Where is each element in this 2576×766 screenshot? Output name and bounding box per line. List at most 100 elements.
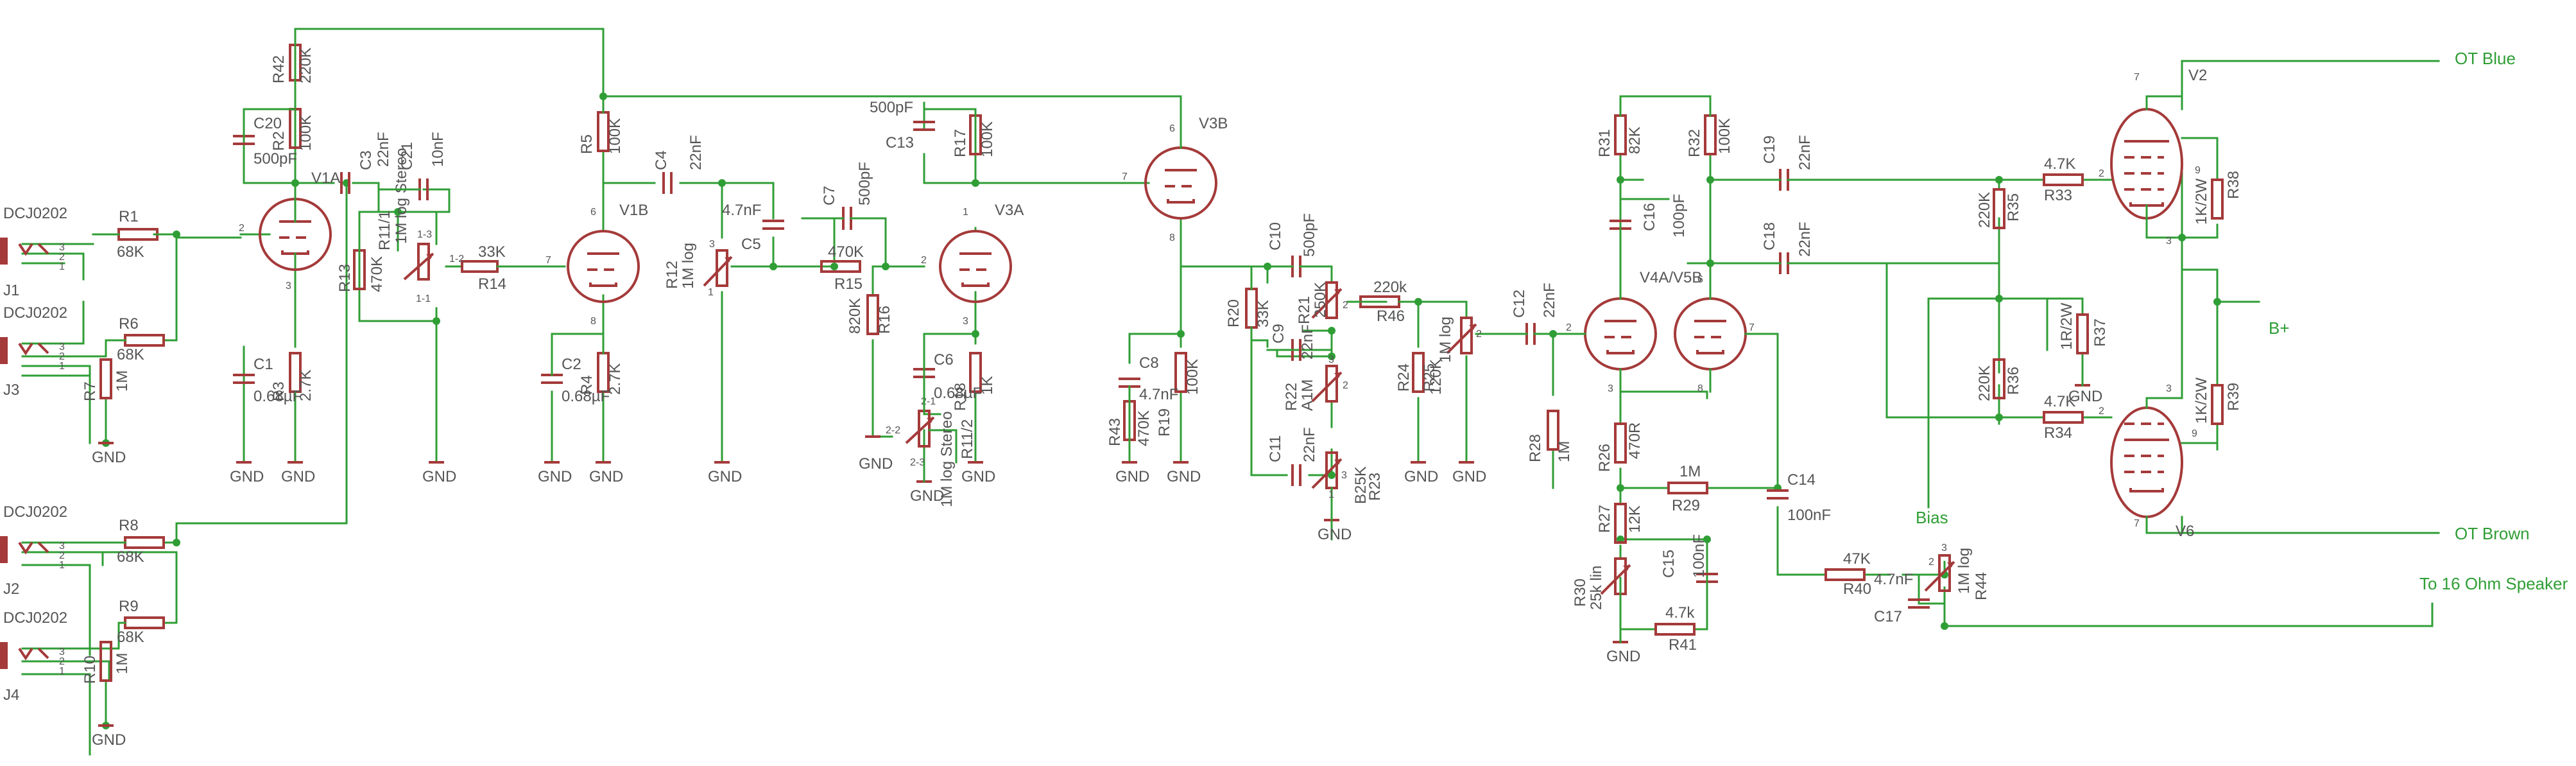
svg-text:1M log: 1M log	[680, 243, 697, 289]
svg-text:120K: 120K	[1427, 359, 1445, 395]
net-labels: OT Blue OT Brown B+ Bias To 16 Ohm Speak…	[1916, 49, 2568, 593]
svg-text:R31: R31	[1596, 129, 1613, 157]
svg-text:1: 1	[1328, 489, 1334, 500]
svg-text:100nF: 100nF	[1690, 534, 1708, 578]
svg-text:R33: R33	[2044, 187, 2072, 204]
svg-text:R21: R21	[1296, 296, 1313, 324]
resistor-r2: R2 100K	[270, 108, 314, 151]
svg-text:68K: 68K	[117, 548, 144, 566]
svg-text:2: 2	[1476, 329, 1482, 340]
svg-text:12K: 12K	[1626, 505, 1644, 533]
resistor-r15: 470K R15	[820, 243, 864, 293]
resistor-r13: R13 470K	[336, 211, 399, 292]
svg-text:4.7K: 4.7K	[2044, 393, 2075, 410]
net-ot-brown: OT Brown	[2455, 524, 2530, 543]
svg-text:0.68µF: 0.68µF	[562, 388, 610, 405]
pentode-v2: V2 7 2 9 3	[2099, 67, 2207, 247]
resistor-r3: R3 2.7K	[270, 352, 314, 412]
svg-text:GND: GND	[1318, 526, 1352, 543]
svg-text:1K/2W: 1K/2W	[2193, 178, 2210, 225]
svg-text:2: 2	[1343, 300, 1348, 311]
svg-text:C2: C2	[562, 356, 581, 373]
svg-text:R23: R23	[1366, 473, 1384, 501]
triode-v3b: V3B 7 6 8	[1122, 115, 1228, 243]
svg-text:R46: R46	[1377, 308, 1405, 325]
potentiometer-r21: R21 250K 2	[1296, 281, 1348, 324]
svg-text:22nF: 22nF	[375, 132, 392, 167]
svg-text:2.7K: 2.7K	[606, 363, 624, 395]
input-jack-j2: DCJ0202 J2 3 2 1	[0, 503, 67, 598]
svg-text:V3B: V3B	[1199, 115, 1228, 132]
svg-text:R29: R29	[1672, 497, 1700, 514]
resistor-r10: R10 1M	[82, 641, 131, 684]
svg-text:GND: GND	[538, 468, 572, 485]
svg-text:0.68µF: 0.68µF	[253, 388, 302, 405]
svg-text:GND: GND	[1606, 648, 1640, 665]
svg-text:3: 3	[2166, 383, 2172, 394]
svg-text:R35: R35	[2005, 193, 2022, 222]
svg-text:4.7K: 4.7K	[2044, 155, 2075, 173]
svg-text:2: 2	[59, 252, 65, 263]
j1-ref: J1	[3, 282, 19, 299]
svg-text:R13: R13	[336, 264, 354, 292]
svg-text:R36: R36	[2005, 367, 2022, 395]
svg-text:R17: R17	[952, 129, 969, 157]
resistor-r35: 220K R35	[1976, 188, 2022, 229]
svg-text:500pF: 500pF	[1301, 213, 1318, 257]
svg-text:8: 8	[590, 316, 596, 327]
svg-text:R34: R34	[2044, 424, 2072, 442]
resistor-r33: 4.7K R33	[2043, 155, 2084, 204]
svg-text:C18: C18	[1761, 222, 1778, 250]
potentiometer-r25: R25 1M log 2	[1421, 317, 1482, 392]
potentiometer-r12: R12 1M log 3 1	[664, 239, 733, 298]
ground-symbols: GND GND GND GND GND GND GND GND GND GND …	[92, 368, 2102, 749]
svg-text:470K: 470K	[828, 243, 864, 261]
svg-text:1K: 1K	[979, 376, 996, 395]
svg-text:68K: 68K	[117, 629, 144, 646]
capacitor-c19: C19 22nF	[1761, 135, 1814, 191]
svg-text:R3: R3	[270, 381, 288, 401]
input-jack-j1: DCJ0202 J1 3 2 1	[0, 205, 67, 299]
svg-text:2: 2	[1566, 322, 1572, 333]
resistor-r31: R31 82K	[1596, 108, 1644, 157]
svg-text:R37: R37	[2091, 318, 2109, 347]
svg-text:1: 1	[59, 666, 65, 677]
svg-text:R38: R38	[2225, 171, 2242, 199]
triode-v1b: V1B 7 6 8	[545, 202, 648, 327]
svg-text:500pF: 500pF	[253, 150, 297, 168]
resistor-r38: 1K/2W R38	[2193, 171, 2242, 225]
svg-text:B25K: B25K	[1352, 466, 1370, 504]
resistor-r27: R27 12K	[1596, 503, 1644, 544]
svg-text:C21: C21	[399, 142, 416, 170]
triode-v5b: 6 7 8	[1674, 262, 1755, 394]
svg-text:25k lin: 25k lin	[1588, 566, 1605, 610]
svg-text:R10: R10	[82, 656, 99, 684]
svg-text:R22: R22	[1283, 383, 1300, 411]
svg-text:6: 6	[1169, 123, 1175, 134]
resistor-r6: R6 68K	[117, 315, 165, 363]
svg-text:1R/2W: 1R/2W	[2058, 302, 2075, 350]
svg-text:22nF: 22nF	[1541, 283, 1558, 318]
svg-text:22nF: 22nF	[687, 135, 705, 170]
svg-text:C1: C1	[253, 356, 273, 373]
svg-text:1K/2W: 1K/2W	[2193, 378, 2210, 424]
svg-text:3: 3	[1328, 354, 1334, 365]
svg-text:4.7nF: 4.7nF	[722, 202, 761, 219]
capacitor-c21: C21 10nF	[377, 132, 447, 200]
svg-text:C16: C16	[1641, 203, 1658, 231]
svg-text:500pF: 500pF	[856, 162, 873, 205]
potentiometer-r22: R22 A1M 3 2	[1283, 354, 1348, 411]
j4-ref: J4	[3, 686, 19, 704]
capacitor-c14: C14 100nF	[1767, 471, 1831, 524]
svg-text:R20: R20	[1225, 299, 1242, 327]
svg-text:R4: R4	[578, 375, 596, 395]
svg-text:GND: GND	[961, 468, 995, 485]
svg-text:GND: GND	[1115, 468, 1149, 485]
svg-text:V4A/V5B: V4A/V5B	[1640, 269, 1702, 286]
svg-text:R39: R39	[2225, 383, 2242, 411]
svg-text:R15: R15	[834, 275, 863, 293]
svg-text:C13: C13	[886, 134, 914, 152]
resistor-r19: R19 100K	[1156, 352, 1201, 437]
svg-text:R5: R5	[578, 134, 596, 154]
svg-text:GND: GND	[910, 487, 944, 505]
